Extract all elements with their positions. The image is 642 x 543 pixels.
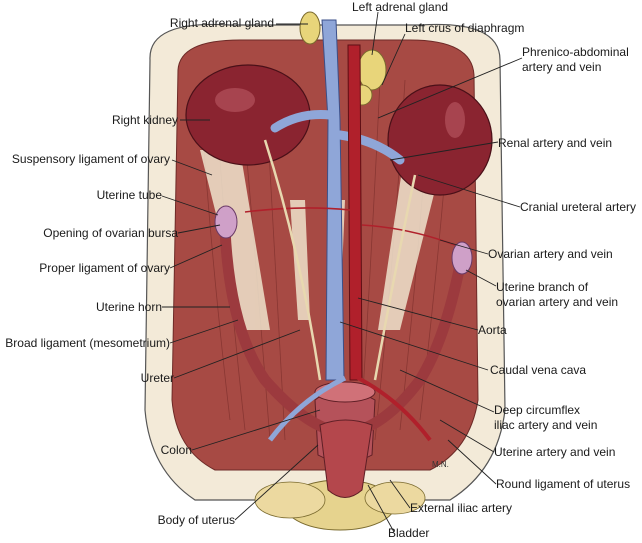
label-round-ligament: Round ligament of uterus: [496, 477, 631, 491]
left-kidney-highlight: [445, 102, 465, 138]
label-deep-circumflex-line1: Deep circumflex: [494, 403, 581, 417]
label-uterine-artery-vein: Uterine artery and vein: [494, 445, 616, 459]
right-adrenal-shape: [299, 11, 321, 45]
label-suspensory-ligament: Suspensory ligament of ovary: [11, 152, 170, 166]
label-caudal-vena-cava: Caudal vena cava: [490, 363, 587, 377]
label-left-adrenal-gland: Left adrenal gland: [352, 0, 449, 14]
label-opening-ovarian-bursa: Opening of ovarian bursa: [43, 226, 178, 240]
label-renal-artery-vein: Renal artery and vein: [498, 136, 613, 150]
label-deep-circumflex-line2: iliac artery and vein: [494, 418, 598, 432]
ureter-left: [373, 174, 417, 381]
left-ovary: [451, 241, 473, 275]
ovarian-artery-right: [244, 207, 351, 213]
label-ureter: Ureter: [140, 371, 174, 385]
label-cranial-ureteral-artery: Cranial ureteral artery: [520, 200, 637, 214]
iliac-left: [357, 376, 432, 442]
renal-vein-left: [335, 130, 405, 165]
label-ovarian-artery-vein: Ovarian artery and vein: [488, 247, 613, 261]
uterus-body: [319, 419, 373, 498]
label-phrenico-abdominal-line1: Phrenico-abdominal: [522, 45, 629, 59]
label-proper-ligament: Proper ligament of ovary: [39, 261, 170, 275]
ureter-right: [263, 139, 322, 381]
label-uterine-branch-line2: ovarian artery and vein: [496, 295, 619, 309]
right-kidney-highlight: [215, 88, 255, 112]
artist-signature: M.N.: [432, 460, 449, 469]
label-colon: Colon: [160, 443, 192, 457]
label-uterine-tube: Uterine tube: [96, 188, 162, 202]
renal-vein-right: [270, 110, 335, 133]
label-broad-ligament: Broad ligament (mesometrium): [5, 336, 170, 350]
label-external-iliac: External iliac artery: [410, 501, 513, 515]
label-uterine-branch-line1: Uterine branch of: [496, 280, 589, 294]
pelvic-fat: [254, 481, 326, 519]
uterine-horn-left: [354, 259, 466, 436]
label-body-of-uterus: Body of uterus: [157, 513, 235, 527]
label-right-kidney: Right kidney: [111, 113, 178, 127]
label-left-crus-of-diaphragm: Left crus of diaphragm: [405, 21, 525, 35]
label-uterine-horn: Uterine horn: [95, 300, 162, 314]
label-right-adrenal-gland: Right adrenal gland: [169, 16, 274, 30]
left-kidney-shape: [387, 84, 493, 196]
label-bladder: Bladder: [388, 526, 430, 540]
right-ovary: [214, 205, 238, 239]
label-phrenico-abdominal-line2: artery and vein: [522, 60, 602, 74]
label-aorta: Aorta: [478, 323, 507, 337]
uterine-horn-right: [219, 224, 336, 436]
iliac-right: [268, 375, 347, 442]
